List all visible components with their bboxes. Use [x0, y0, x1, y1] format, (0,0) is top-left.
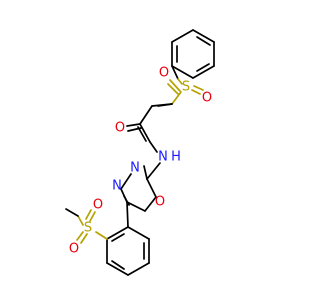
oxadiazole-n-1: N: [130, 161, 140, 176]
oxadiazole-n-2: N: [112, 179, 122, 194]
phenyl-ring-top: [171, 29, 215, 79]
oxadiazole-oxygen: O: [155, 195, 165, 210]
sulfonyl-o-bottom-1: O: [93, 198, 103, 213]
phenyl-ring-bottom: [106, 201, 150, 276]
sulfonyl-s-top: S: [182, 80, 190, 95]
molecule-structure: S O O O N H N N O S O O: [65, 29, 215, 276]
sulfonyl-o-top-2: O: [202, 91, 212, 106]
amide-nitrogen: N: [158, 150, 168, 165]
carbonyl-oxygen: O: [115, 121, 125, 136]
sulfonyl-s-bottom: S: [84, 221, 92, 236]
amide-hydrogen: H: [171, 150, 181, 165]
sulfonyl-o-bottom-2: O: [69, 242, 79, 257]
sulfonyl-o-top-1: O: [159, 66, 169, 81]
bottom-sulfonyl-bonds: [65, 208, 108, 244]
oxadiazole-ring: [120, 162, 161, 212]
chain-bonds: [137, 103, 173, 153]
